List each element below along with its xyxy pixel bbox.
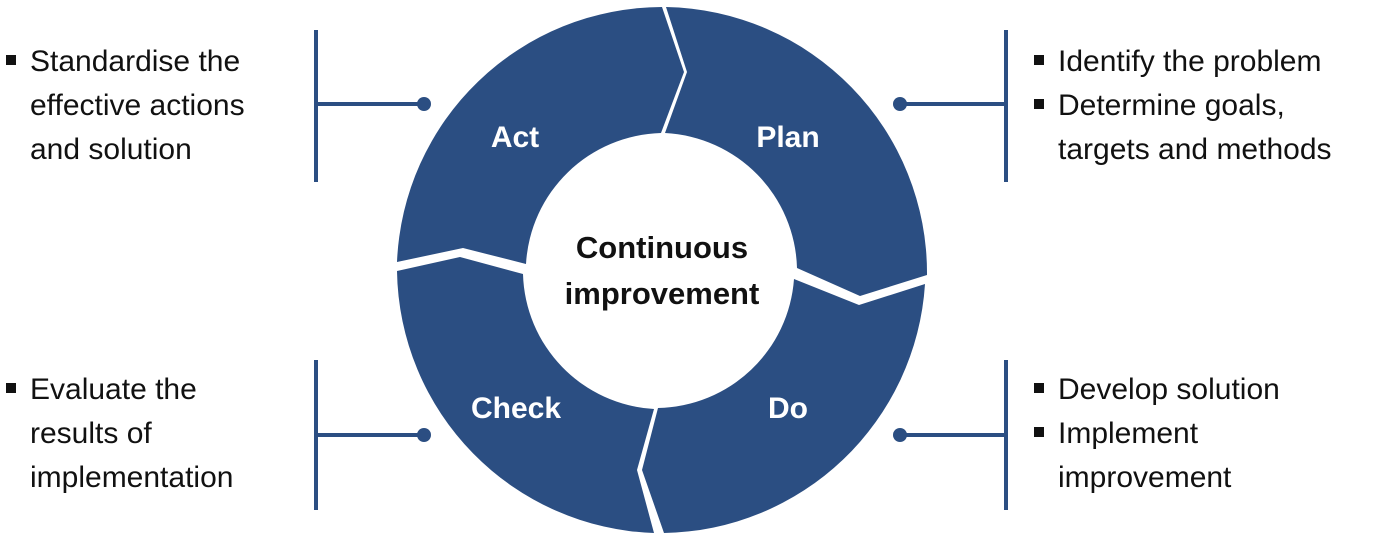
pdca-ring [397, 7, 928, 533]
act-bullet-item: Standardise the effective actions and so… [2, 40, 290, 172]
plan-label: Plan [756, 121, 819, 154]
bullet-square-icon [6, 383, 16, 393]
act-label: Act [491, 121, 539, 154]
do-bullet-item: Develop solution [1030, 368, 1288, 412]
plan-bullet-list: Identify the problem Determine goals, ta… [1030, 40, 1375, 172]
plan-segment [665, 7, 928, 296]
plan-bullet-text-1: Identify the problem [1058, 45, 1322, 78]
do-bullet-text-1: Develop solution [1058, 373, 1280, 406]
bullet-square-icon [1034, 427, 1044, 437]
bullet-square-icon [1034, 99, 1044, 109]
check-connector [314, 360, 431, 510]
plan-bullet-item: Identify the problem [1030, 40, 1375, 84]
plan-bullet-item: Determine goals, targets and methods [1030, 84, 1375, 172]
do-label: Do [768, 392, 808, 425]
bullet-square-icon [6, 55, 16, 65]
plan-bullet-text-2: Determine goals, targets and methods [1058, 89, 1332, 166]
check-bullet-text: Evaluate the results of implementation [30, 373, 234, 494]
check-bullet-list: Evaluate the results of implementation [2, 368, 290, 500]
bullet-square-icon [1034, 383, 1044, 393]
plan-connector-dot [893, 97, 907, 111]
check-bullet-item: Evaluate the results of implementation [2, 368, 290, 500]
do-bullet-text-2: Implement improvement [1058, 417, 1232, 494]
do-segment [642, 279, 925, 533]
do-connector [893, 360, 1008, 510]
check-segment [397, 257, 654, 533]
center-label-line2: improvement [565, 276, 760, 311]
bullet-square-icon [1034, 55, 1044, 65]
act-bullet-list: Standardise the effective actions and so… [2, 40, 290, 172]
act-connector [314, 30, 431, 182]
do-bullet-list: Develop solution Implement improvement [1030, 368, 1288, 500]
do-bullet-item: Implement improvement [1030, 412, 1288, 500]
check-label: Check [471, 392, 561, 425]
do-connector-dot [893, 428, 907, 442]
center-label-line1: Continuous [576, 230, 748, 265]
act-connector-dot [417, 97, 431, 111]
plan-connector [893, 30, 1008, 182]
act-segment [397, 7, 684, 264]
act-bullet-text: Standardise the effective actions and so… [30, 45, 245, 166]
check-connector-dot [417, 428, 431, 442]
